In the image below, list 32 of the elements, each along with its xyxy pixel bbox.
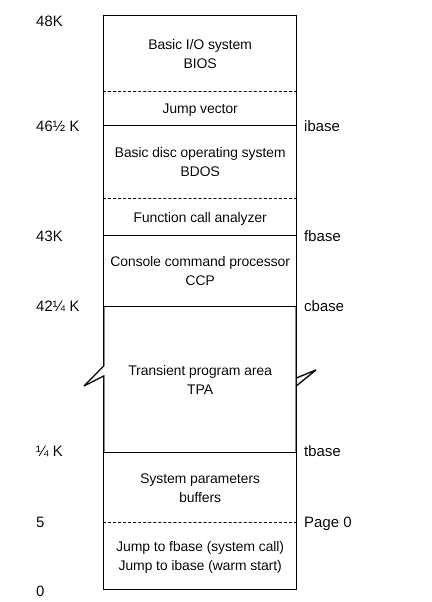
- memory-segment: [103, 236, 297, 307]
- memory-segment: [103, 452, 297, 523]
- address-label: 0: [36, 583, 44, 601]
- segment-label: BDOS: [180, 162, 220, 181]
- segment-label: Console command processor: [110, 252, 290, 271]
- segment-label: BIOS: [183, 54, 217, 72]
- base-label: fbase: [304, 228, 341, 246]
- address-label: 5: [36, 514, 44, 532]
- base-label: tbase: [304, 443, 341, 461]
- address-label: 43K: [36, 228, 63, 246]
- address-label: 46½ K: [36, 118, 80, 136]
- base-label: ibase: [304, 118, 340, 136]
- segment-label: Basic I/O system: [148, 34, 252, 54]
- base-label: cbase: [304, 298, 344, 316]
- segment-label: Basic disc operating system: [114, 143, 286, 162]
- memory-segment: [103, 126, 297, 199]
- memory-segment: [103, 15, 297, 92]
- address-label: 42¼ K: [36, 298, 80, 316]
- memory-segment: [103, 92, 297, 126]
- base-label: Page 0: [304, 514, 352, 532]
- address-label: 48K: [36, 13, 63, 31]
- segment-label: System parameters: [140, 468, 260, 488]
- segment-label: Transient program area TPA: [127, 360, 273, 398]
- segment-label: Function call analyzer: [133, 208, 267, 226]
- segment-label: buffers: [179, 488, 221, 506]
- address-label: ¼ K: [36, 443, 63, 461]
- memory-segment: [103, 523, 297, 590]
- segment-label: Jump to fbase (system call): [116, 537, 284, 556]
- segment-label: Jump vector: [162, 99, 238, 118]
- memory-segment: [103, 199, 297, 236]
- segment-label: CCP: [185, 271, 215, 290]
- segment-label: Jump to ibase (warm start): [118, 556, 282, 575]
